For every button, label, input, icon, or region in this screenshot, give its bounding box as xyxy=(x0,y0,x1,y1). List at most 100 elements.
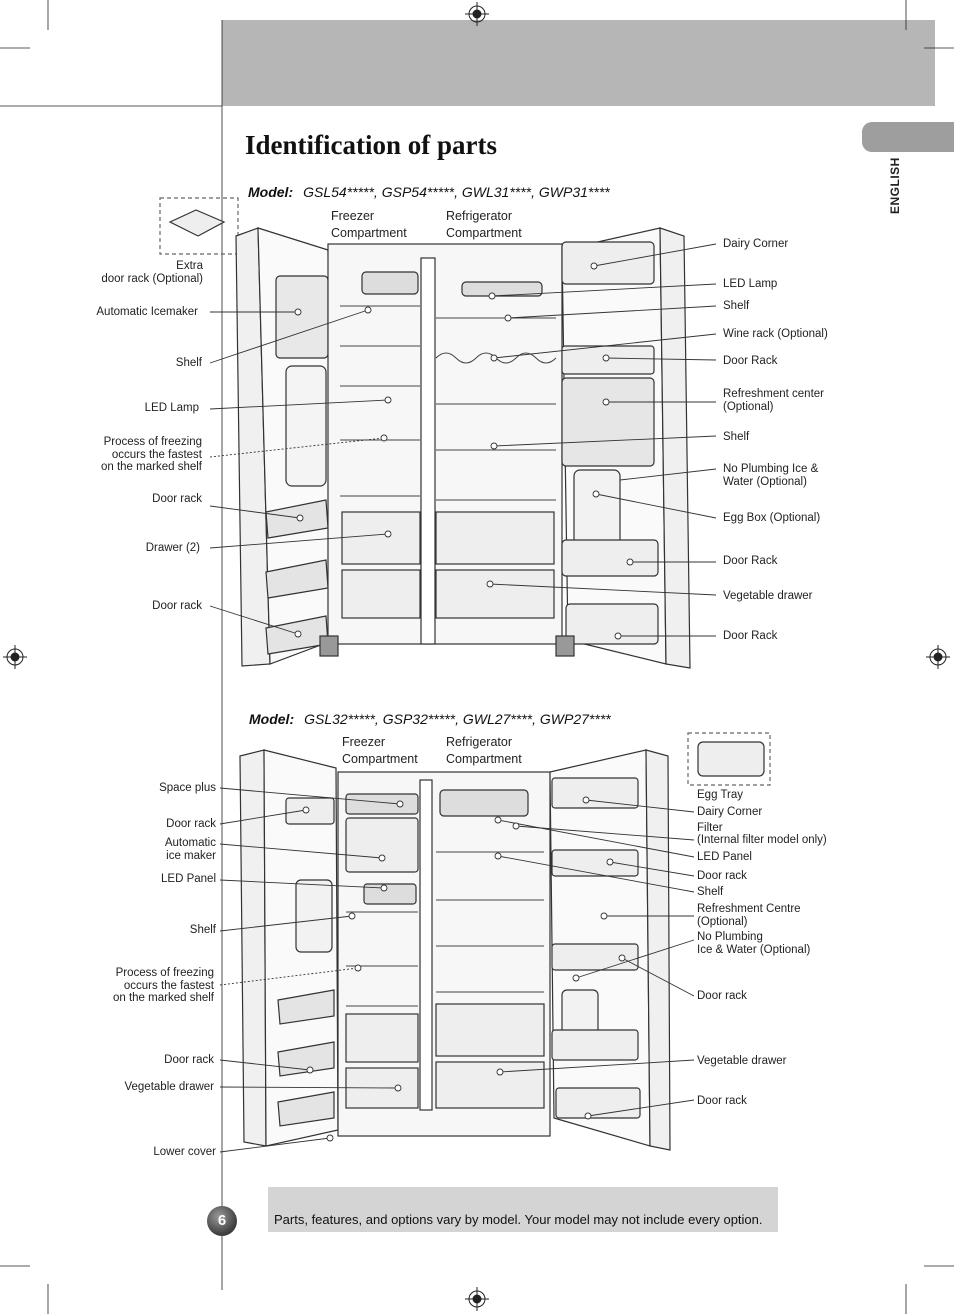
note-text: Parts, features, and options vary by mod… xyxy=(274,1212,763,1227)
dispenser-chute xyxy=(295,879,333,953)
freezer-drawer xyxy=(341,511,421,565)
door-rack-bin xyxy=(555,1087,641,1119)
label-internal-filter-note: (Internal filter model only) xyxy=(697,834,827,846)
label-led-lamp: LED Lamp xyxy=(723,278,778,290)
page-title: Identification of parts xyxy=(245,130,497,160)
freezer-drawer xyxy=(345,1013,419,1063)
label-process-of-freezing: Process of freezing occurs the fastest o… xyxy=(100,436,202,473)
freezer-door-edge xyxy=(239,749,267,1147)
model-label: Model: xyxy=(248,184,294,200)
foot xyxy=(319,635,339,657)
label-door-rack: Door rack xyxy=(697,990,747,1002)
leader-lines-a xyxy=(209,243,717,637)
leader-lines-b xyxy=(219,787,695,1153)
egg-tray-callout-box xyxy=(687,732,771,786)
label-no-plumbing-ice-water: No Plumbing Ice & Water (Optional) xyxy=(723,463,819,488)
dairy-corner-bin xyxy=(561,241,655,285)
freezer-shelves xyxy=(340,305,420,497)
freezer-door-bin xyxy=(277,1091,335,1127)
label-process-of-freezing: Process of freezing occurs the fastest o… xyxy=(112,967,214,1004)
leader-dots-b xyxy=(302,796,626,1142)
ice-bin xyxy=(345,817,419,873)
label-door-rack: Door rack xyxy=(166,818,216,830)
label-vegetable-drawer: Vegetable drawer xyxy=(697,1055,787,1067)
registration-mark-icon xyxy=(465,2,489,26)
label-automatic-icemaker: Automatic Icemaker xyxy=(96,306,198,318)
center-divider xyxy=(419,779,433,1111)
label-dairy-corner: Dairy Corner xyxy=(723,238,789,250)
registration-mark-icon xyxy=(926,645,950,669)
fridge-door-edge xyxy=(645,749,671,1151)
label-egg-tray: Egg Tray xyxy=(697,789,744,801)
freezer-compartment-label: Freezer Compartment xyxy=(331,209,407,240)
label-refreshment-centre: Refreshment Centre (Optional) xyxy=(697,903,801,928)
door-rack-bin xyxy=(565,603,659,645)
extra-rack-icon xyxy=(168,209,226,237)
icemaker-panel xyxy=(275,275,329,359)
label-door-rack: Door rack xyxy=(152,493,202,505)
model-line-b: Model: GSL32*****, GSP32*****, GWL27****,… xyxy=(249,711,611,727)
foot xyxy=(555,635,575,657)
label-led-panel: LED Panel xyxy=(697,851,752,863)
vegetable-drawer xyxy=(435,569,555,619)
door-rack-bin xyxy=(551,943,639,971)
label-shelf: Shelf xyxy=(697,886,724,898)
label-led-lamp: LED Lamp xyxy=(144,402,199,414)
fridge-shelves xyxy=(435,317,557,501)
dispenser-chute xyxy=(285,365,327,487)
label-led-panel: LED Panel xyxy=(161,873,216,885)
note-box xyxy=(268,1187,778,1232)
label-automatic-ice-maker: Automatic ice maker xyxy=(164,837,216,862)
label-shelf: Shelf xyxy=(723,431,750,443)
freezer-led-housing xyxy=(361,271,419,295)
center-divider xyxy=(420,257,436,645)
led-panel-freezer xyxy=(363,883,417,905)
label-drawer: Drawer (2) xyxy=(145,542,200,554)
model-line-a: Model: GSL54*****, GSP54*****, GWL31****,… xyxy=(248,184,610,200)
label-door-rack: Door rack xyxy=(152,600,202,612)
egg-tray-icon xyxy=(697,741,765,777)
label-filter: Filter xyxy=(697,822,723,834)
vegetable-drawer xyxy=(435,1003,545,1057)
model-numbers: GSL54*****, GSP54*****, GWL31****, GWP31… xyxy=(303,184,610,200)
label-lower-cover: Lower cover xyxy=(153,1146,216,1158)
label-door-rack: Door rack xyxy=(697,1095,747,1107)
freezer-door-bin xyxy=(277,989,335,1025)
fridge-diagram-a xyxy=(159,197,691,669)
freezer-door-bin xyxy=(277,1041,335,1077)
icemaker-housing xyxy=(345,793,419,815)
label-space-plus: Space plus xyxy=(159,782,216,794)
space-plus-bin xyxy=(285,797,335,825)
leader-dots-a xyxy=(294,262,634,640)
label-no-plumbing-ice-water: No Plumbing Ice & Water (Optional) xyxy=(697,931,811,956)
label-shelf: Shelf xyxy=(189,924,216,936)
label-shelf: Shelf xyxy=(175,357,202,369)
registration-mark-icon xyxy=(465,1287,489,1311)
extra-rack-callout-box xyxy=(159,197,239,255)
label-shelf: Shelf xyxy=(723,300,750,312)
registration-mark-icons xyxy=(3,2,950,1311)
label-door-rack: Door rack xyxy=(164,1054,214,1066)
header-bar xyxy=(222,20,935,106)
page-number: 6 xyxy=(207,1206,237,1236)
led-panel-fridge xyxy=(439,789,529,817)
label-door-rack: Door Rack xyxy=(723,630,778,642)
fridge-shelves xyxy=(436,851,544,993)
fridge-led-lamp xyxy=(461,281,543,297)
label-wine-rack: Wine rack (Optional) xyxy=(723,328,828,340)
model-numbers: GSL32*****, GSP32*****, GWL27****, GWP27… xyxy=(304,711,611,727)
label-vegetable-drawer: Vegetable drawer xyxy=(124,1081,214,1093)
label-door-rack: Door Rack xyxy=(723,555,778,567)
label-dairy-corner: Dairy Corner xyxy=(697,806,763,818)
label-refreshment-center: Refreshment center (Optional) xyxy=(723,388,824,413)
label-vegetable-drawer: Vegetable drawer xyxy=(723,590,813,602)
model-label: Model: xyxy=(249,711,295,727)
refrigerator-compartment-label: Refrigerator Compartment xyxy=(446,209,522,240)
language-tab xyxy=(862,122,954,152)
label-egg-box: Egg Box (Optional) xyxy=(723,512,821,524)
vegetable-drawer xyxy=(435,1061,545,1109)
door-rack-bin xyxy=(551,849,639,877)
refreshment-center-box xyxy=(561,377,655,467)
